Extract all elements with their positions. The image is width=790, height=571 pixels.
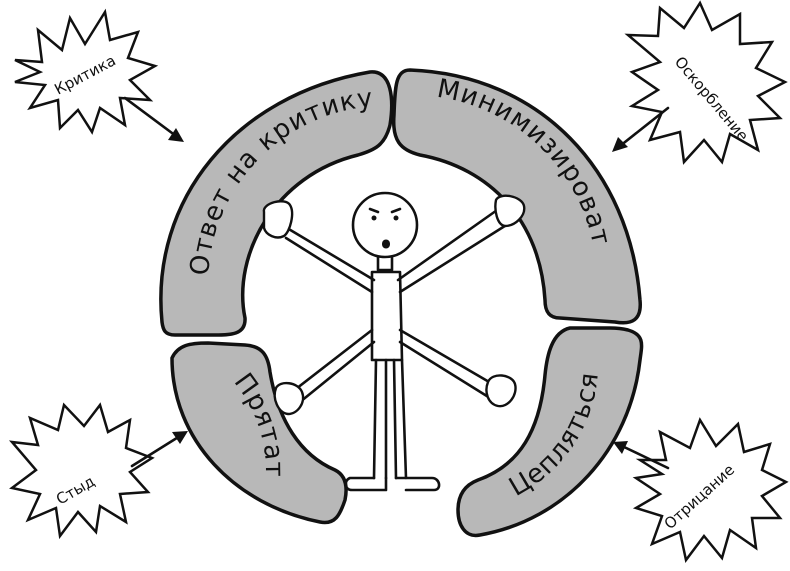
burst-bottom-left: Стыд [8, 402, 155, 540]
fist-upper-left [262, 200, 294, 239]
arrow-shame [130, 434, 182, 468]
arrow-criticism [123, 96, 178, 138]
fist-lower-left [273, 381, 305, 416]
burst-bottom-right: Отрицание [632, 417, 789, 563]
head [351, 191, 419, 259]
arm-lower-right [398, 328, 498, 400]
arrow-denial [620, 444, 670, 470]
fist-lower-right [485, 374, 517, 408]
foot-left [344, 476, 388, 492]
burst-top-right: Оскорбление [624, 0, 788, 165]
torso [370, 270, 404, 362]
arm-upper-right [396, 206, 510, 294]
fist-upper-right [494, 194, 526, 228]
arm-upper-left [280, 223, 376, 294]
segment-bottom-right: Цепляться [456, 326, 644, 538]
burst-top-left: Критика [14, 8, 159, 135]
arrow-insult [618, 106, 670, 148]
stick-figure [262, 191, 526, 492]
foot-right [394, 476, 441, 492]
legs [372, 358, 408, 480]
threat-arrows [123, 96, 670, 470]
arm-lower-left [290, 328, 376, 404]
